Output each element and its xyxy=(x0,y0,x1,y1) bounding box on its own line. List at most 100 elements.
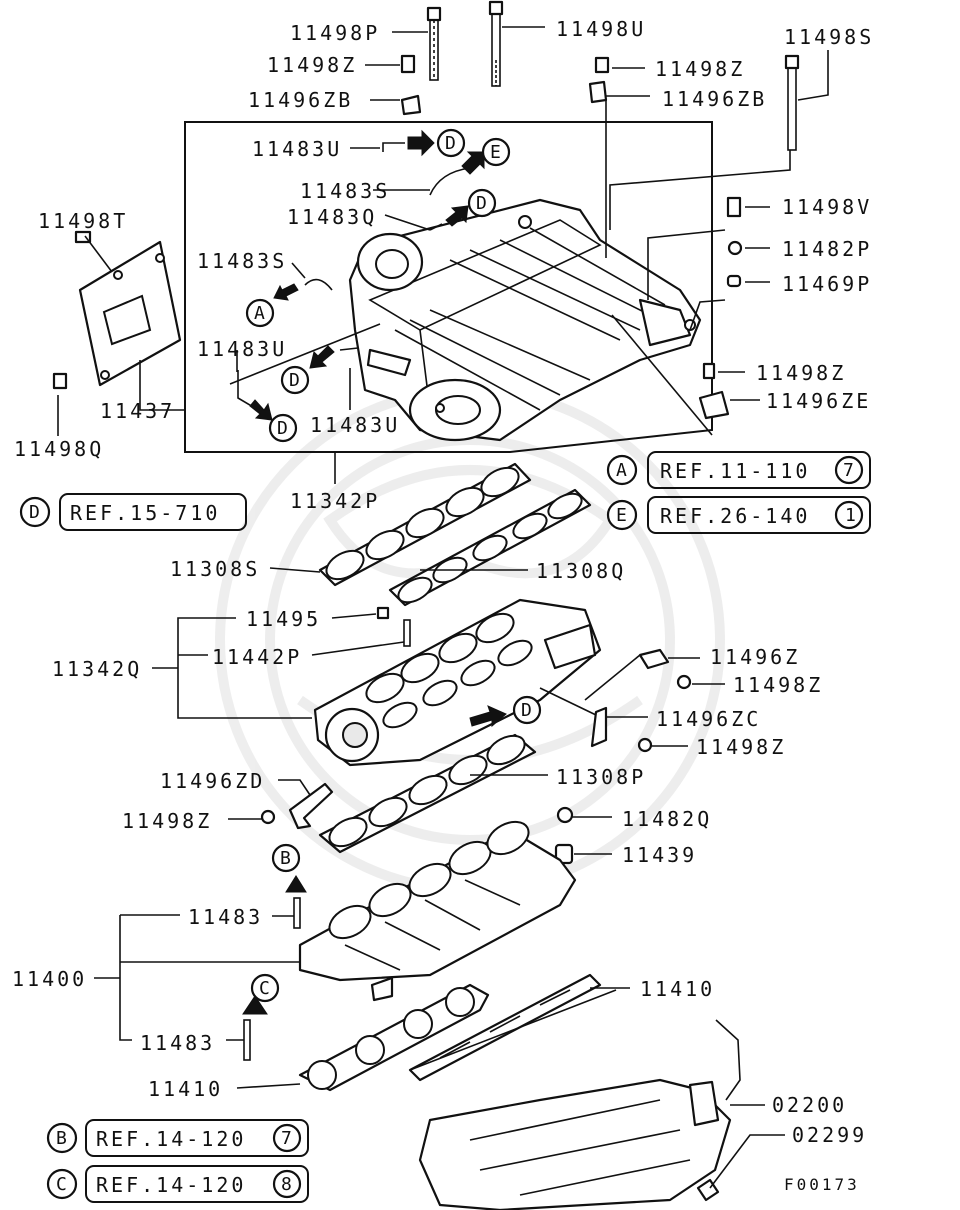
marker-E-1: E xyxy=(481,137,511,167)
ref-A: A REF.11-110 7 xyxy=(606,451,871,489)
gasket-11410-right xyxy=(408,973,602,1082)
nut-11495 xyxy=(376,606,390,620)
bolt-11498Z-mid2 xyxy=(637,737,653,753)
cover-11437 xyxy=(78,240,182,387)
nut-11482P xyxy=(727,240,743,256)
label-11498Z-top-left: 11498Z xyxy=(267,53,357,77)
label-11498T: 11498T xyxy=(38,209,128,233)
svg-text:E: E xyxy=(490,142,501,163)
diagram-code: F00173 xyxy=(784,1175,860,1194)
label-11498Z-mid1: 11498Z xyxy=(733,673,823,697)
bolt-11498Z-right xyxy=(702,362,716,380)
svg-text:7: 7 xyxy=(843,460,854,481)
hose-11483Q xyxy=(429,223,443,231)
bolt-11498U xyxy=(488,0,504,87)
marker-D-2: D xyxy=(467,188,497,218)
svg-text:E: E xyxy=(616,505,627,526)
label-11496ZE: 11496ZE xyxy=(766,389,871,413)
lower-intake-manifold-11400 xyxy=(298,820,577,1002)
svg-text:A: A xyxy=(254,303,265,324)
label-11410-left: 11410 xyxy=(148,1077,223,1101)
stud-11483-lower xyxy=(243,1019,251,1061)
hose-11483S-top xyxy=(429,167,471,196)
label-11498Z-right: 11498Z xyxy=(756,361,846,385)
svg-text:REF.11-110: REF.11-110 xyxy=(660,459,810,483)
svg-text:D: D xyxy=(277,418,288,439)
bracket-11496ZD xyxy=(288,782,334,830)
label-11482P: 11482P xyxy=(782,237,872,261)
label-11483S-left: 11483S xyxy=(197,249,287,273)
marker-D-1: D xyxy=(436,128,466,158)
svg-text:D: D xyxy=(521,700,532,721)
svg-text:7: 7 xyxy=(281,1128,292,1149)
svg-text:D: D xyxy=(445,133,456,154)
stud-11442P xyxy=(403,619,411,647)
svg-text:C: C xyxy=(56,1174,67,1195)
bolt-11498Z-mid1 xyxy=(676,674,692,690)
hose-11483S-left xyxy=(304,278,333,291)
bolt-11498Z-left xyxy=(260,809,276,825)
label-11410-right: 11410 xyxy=(640,977,715,1001)
marker-B-1: B xyxy=(271,843,301,873)
label-11498V: 11498V xyxy=(782,195,872,219)
label-11483U-left: 11483U xyxy=(197,337,287,361)
label-11342Q: 11342Q xyxy=(52,657,142,681)
bolt-11498V xyxy=(726,196,742,218)
svg-text:REF.14-120: REF.14-120 xyxy=(96,1173,246,1197)
label-11308S: 11308S xyxy=(170,557,260,581)
svg-text:REF.26-140: REF.26-140 xyxy=(660,504,810,528)
label-11483U-bottom: 11483U xyxy=(310,413,400,437)
label-11483-upper: 11483 xyxy=(188,905,263,929)
bolt-11498T xyxy=(74,230,92,244)
label-11482Q: 11482Q xyxy=(622,807,712,831)
label-11496ZB-right: 11496ZB xyxy=(662,87,767,111)
label-11469P: 11469P xyxy=(782,272,872,296)
hose-11483U-top xyxy=(382,142,405,152)
gasket-11308S xyxy=(318,462,532,587)
marker-D-4: D xyxy=(268,413,298,443)
marker-A-1: A xyxy=(245,298,275,328)
label-11308P: 11308P xyxy=(556,765,646,789)
label-11498Z-top-right: 11498Z xyxy=(655,57,745,81)
svg-text:REF.15-710: REF.15-710 xyxy=(70,501,220,525)
label-11483U-top: 11483U xyxy=(252,137,342,161)
svg-text:REF.14-120: REF.14-120 xyxy=(96,1127,246,1151)
bracket-11496ZB-right xyxy=(588,80,608,104)
bolt-11498Q xyxy=(52,372,68,390)
gasket-11308Q xyxy=(388,488,592,607)
label-11308Q: 11308Q xyxy=(536,559,626,583)
svg-text:B: B xyxy=(56,1128,67,1149)
stud-11483-upper xyxy=(293,897,301,929)
ref-C: C REF.14-120 8 xyxy=(46,1165,309,1203)
reference-markers: D E D A D D D B C xyxy=(245,128,542,1003)
label-11483-lower: 11483 xyxy=(140,1031,215,1055)
part-11469P xyxy=(726,274,742,288)
label-11498Z-mid2: 11498Z xyxy=(696,735,786,759)
label-11496Z: 11496Z xyxy=(710,645,800,669)
marker-D-5: D xyxy=(512,695,542,725)
label-11400: 11400 xyxy=(12,967,87,991)
part-labels: 11498P 11498U 11498S 11498Z 11498Z 11496… xyxy=(12,17,874,1194)
gasket-11308P xyxy=(318,733,537,854)
upper-intake-manifold xyxy=(348,198,702,442)
middle-manifold-11342Q xyxy=(313,598,602,767)
svg-text:C: C xyxy=(259,978,270,999)
label-11498P: 11498P xyxy=(290,21,380,45)
label-11437: 11437 xyxy=(100,399,175,423)
label-11496ZB-left: 11496ZB xyxy=(248,88,353,112)
marker-D-3: D xyxy=(280,365,310,395)
bolt-11498Z-top-left xyxy=(400,54,416,74)
label-02299: 02299 xyxy=(792,1123,867,1147)
bolt-11498S xyxy=(784,54,800,151)
label-11483S-top: 11483S xyxy=(300,179,390,203)
bracket-11496Z xyxy=(638,648,670,670)
bracket-11496ZB-left xyxy=(400,94,422,116)
label-11498S: 11498S xyxy=(784,25,874,49)
ref-E: E REF.26-140 1 xyxy=(606,496,871,534)
gasket-11410-left xyxy=(298,983,490,1092)
nut-11482Q xyxy=(556,806,574,824)
hose-11483U-left xyxy=(237,370,256,409)
bolt-02299 xyxy=(696,1178,720,1202)
label-11483Q: 11483Q xyxy=(287,205,377,229)
